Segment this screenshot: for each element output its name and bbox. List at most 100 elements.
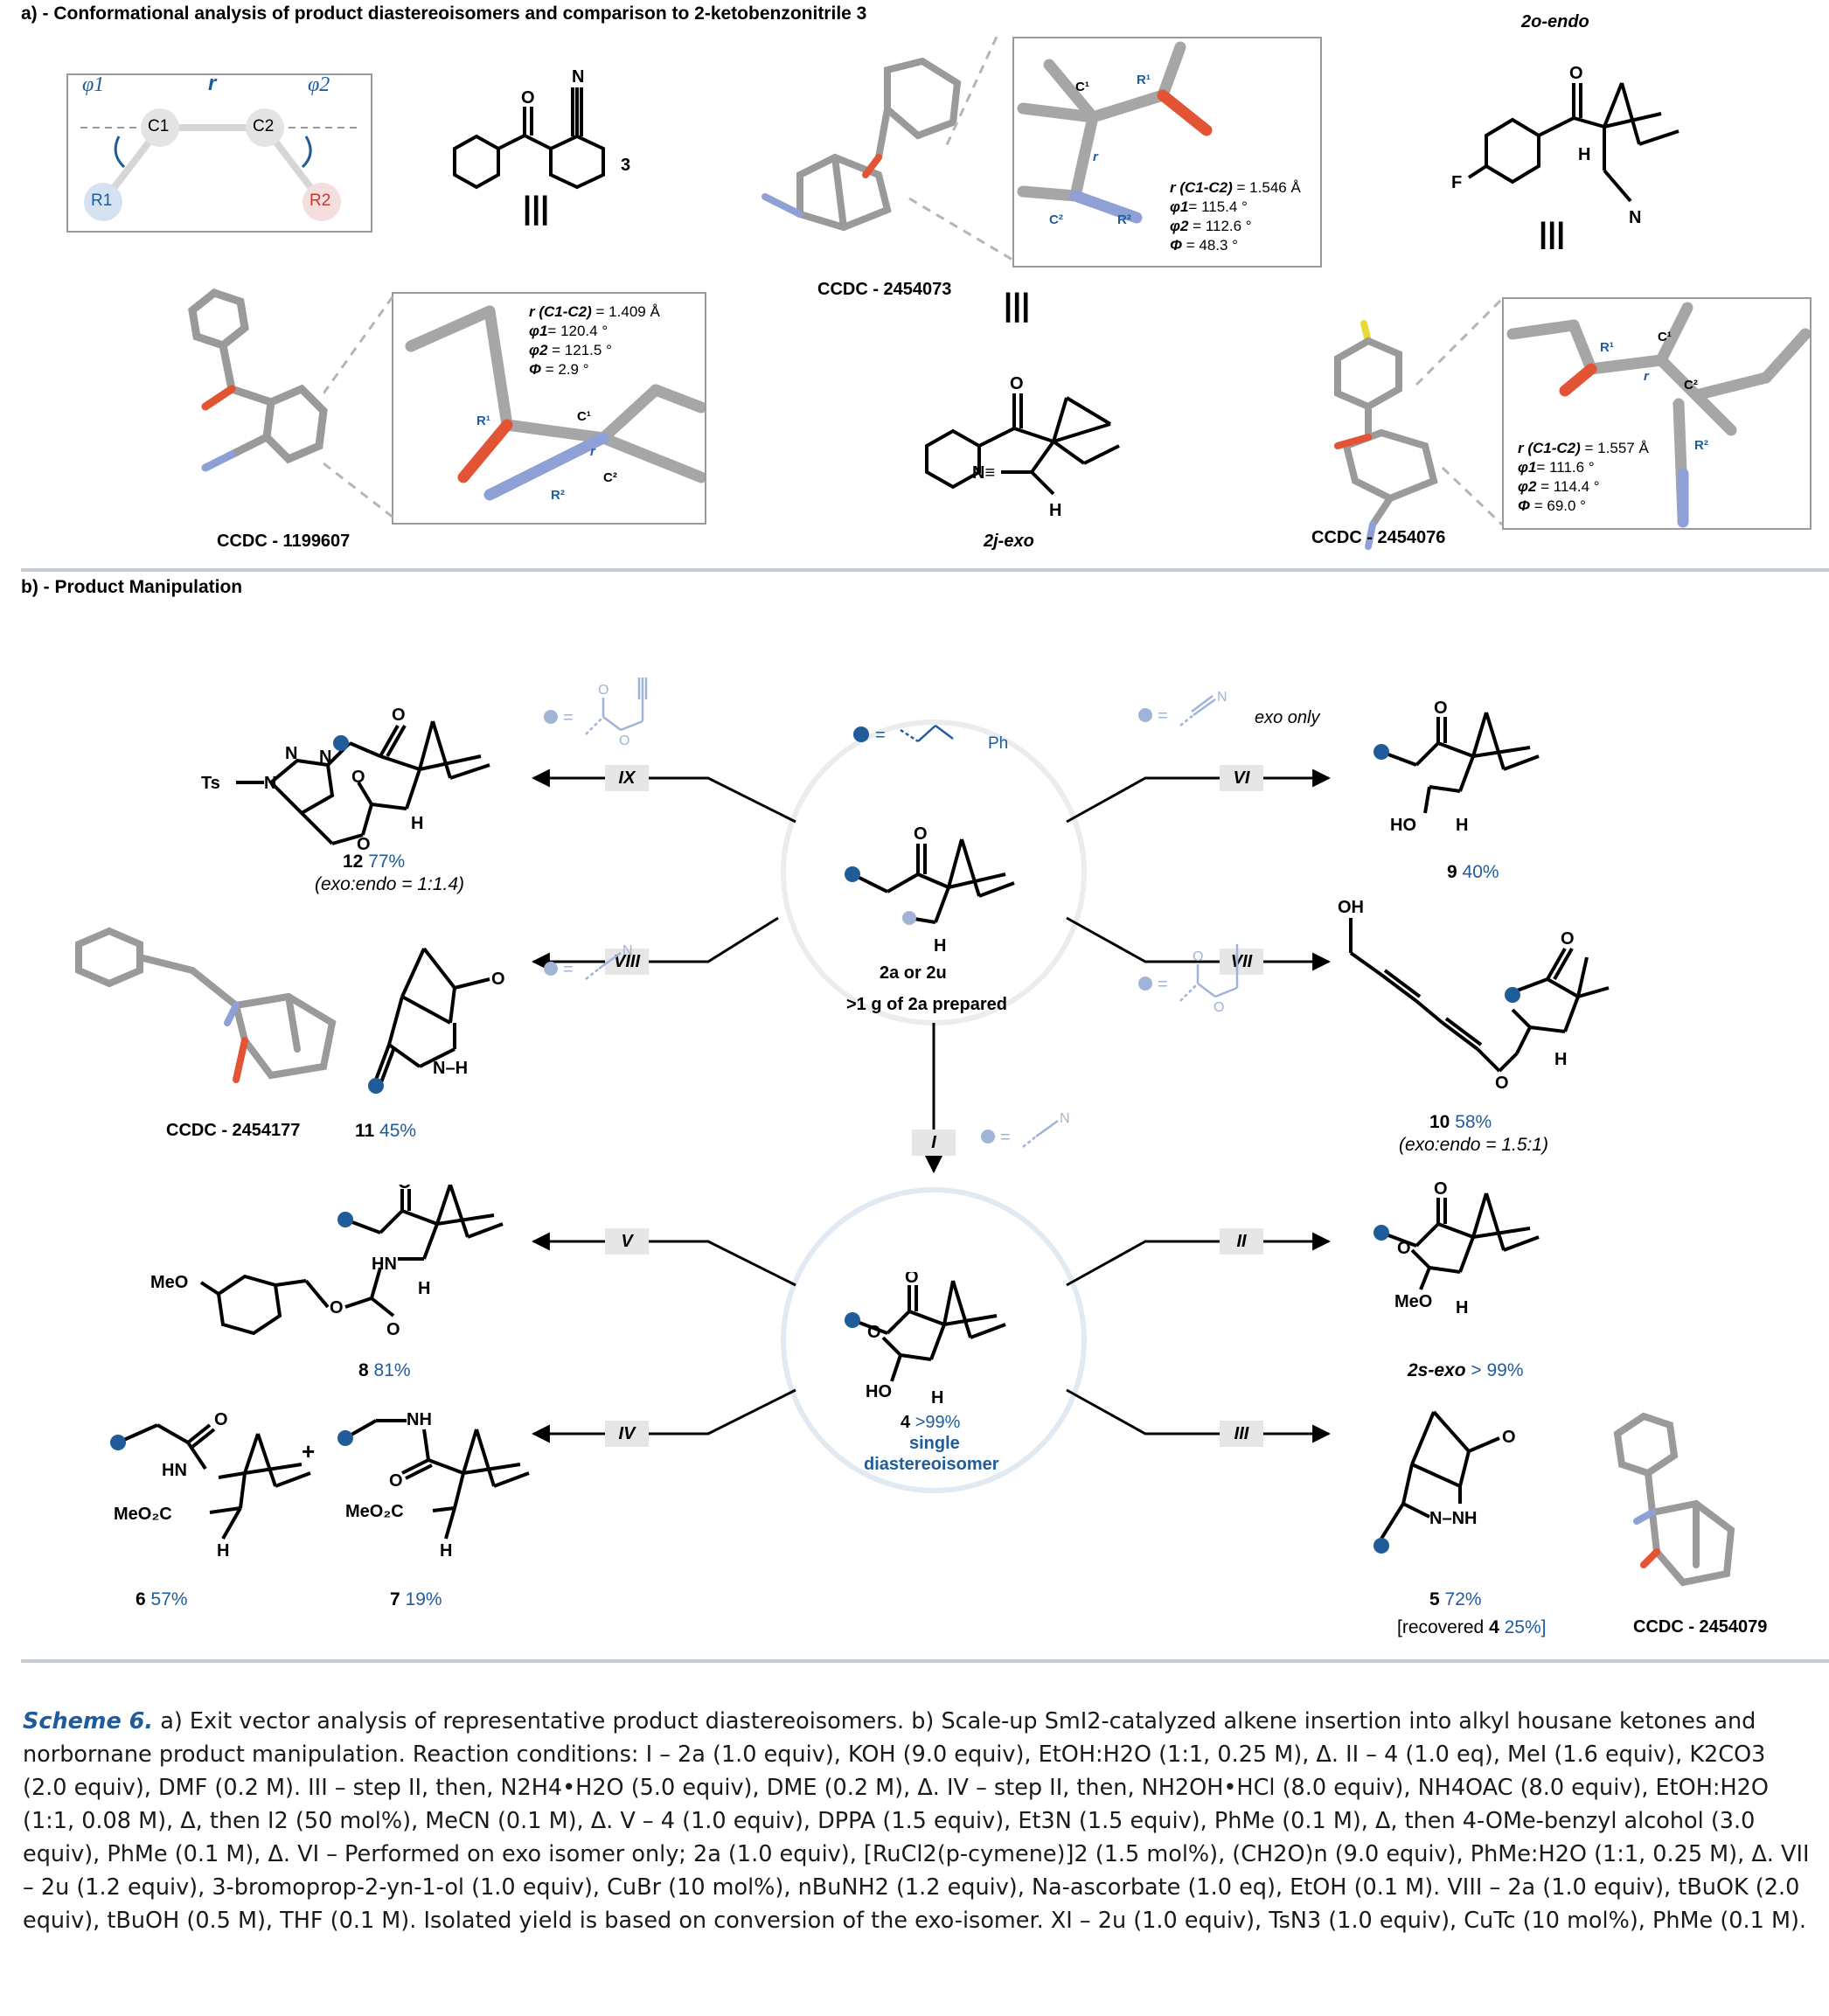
step-IX: IX (605, 765, 649, 791)
compound-2a-structure: O H (845, 824, 1015, 956)
svg-text:R²: R² (551, 488, 565, 503)
svg-text:O: O (1434, 1180, 1448, 1199)
svg-text:C¹: C¹ (1075, 80, 1089, 94)
svg-text:O: O (905, 1272, 919, 1287)
scheme-caption: Scheme 6. a) Exit vector analysis of rep… (23, 1705, 1815, 1937)
svg-text:MeO₂C: MeO₂C (114, 1505, 172, 1524)
svg-text:O: O (357, 835, 371, 854)
reaction-arrows (531, 720, 1332, 1493)
compound-5-label: 5 72% (1429, 1589, 1482, 1609)
svg-text:=: = (875, 726, 886, 745)
compound-6-structure: O HN MeO₂C H (110, 1410, 311, 1561)
equivalence-mark: ||| (1004, 287, 1031, 323)
compound-5-note: [recovered 4 25%] (1397, 1617, 1547, 1637)
svg-text:C²: C² (603, 470, 617, 485)
svg-text:H: H (1456, 816, 1468, 835)
step-V: V (605, 1228, 649, 1255)
single-label: single (909, 1434, 960, 1453)
svg-text:C²: C² (1049, 212, 1063, 227)
svg-text:C¹: C¹ (577, 409, 591, 424)
step-I: I (912, 1130, 956, 1156)
compound-3-structure: O N 3 ||| (453, 67, 630, 226)
center-top-label-1: 2a or 2u (880, 963, 947, 983)
phi1-label: φ1 (82, 73, 105, 96)
svg-text:O: O (330, 1298, 344, 1317)
svg-text:O: O (1561, 929, 1575, 949)
reagent-propargyl-ester-icon: = O O (544, 678, 648, 748)
svg-text:O: O (351, 768, 365, 787)
svg-text:N–NH: N–NH (1429, 1509, 1477, 1528)
compound-12-structure: Ts N N N O O O H (201, 706, 490, 854)
svg-text:=: = (563, 960, 574, 979)
svg-text:N: N (622, 944, 633, 958)
svg-text:NH: NH (407, 1410, 432, 1429)
svg-text:O: O (914, 824, 928, 844)
svg-text:N: N (264, 774, 276, 793)
center-top-label-2: >1 g of 2a prepared (846, 995, 1007, 1014)
svg-text:R²: R² (1694, 438, 1708, 453)
ccdc-2454073-label: CCDC - 2454073 (817, 280, 952, 299)
zoom-connector-1199607 (323, 295, 395, 519)
svg-text:H: H (411, 814, 423, 833)
svg-text:R¹: R¹ (1137, 73, 1151, 87)
svg-text:r: r (590, 444, 596, 459)
measurements-1199607: r (C1-C2) = 1.409 Å φ1= 120.4 ° φ2 = 121… (529, 303, 660, 378)
svg-text:O: O (1569, 64, 1583, 83)
c2-label: C2 (253, 117, 275, 136)
svg-text:=: = (1000, 1128, 1011, 1147)
svg-text:=: = (1158, 975, 1168, 994)
svg-text:HO: HO (1390, 816, 1416, 835)
step-VIII: VIII (605, 949, 649, 975)
svg-text:O: O (1502, 1428, 1516, 1447)
r-label: r (208, 72, 217, 95)
compound-10-structure: OH O O H (1338, 898, 1610, 1093)
r1-label: R1 (91, 191, 113, 210)
compound-11-label: 11 45% (355, 1121, 417, 1141)
svg-text:O: O (1010, 374, 1024, 393)
zoom-box-2454076: R¹ C¹ r C² R² r (C1-C2) = 1.557 Å φ1= 11… (1502, 297, 1812, 530)
svg-text:O: O (392, 706, 406, 725)
caption-text: a) Exit vector analysis of representativ… (23, 1708, 1810, 1934)
svg-text:HO: HO (866, 1382, 892, 1401)
svg-text:O: O (1397, 1239, 1411, 1258)
svg-text:N≡: N≡ (972, 463, 995, 483)
crystal-2454177 (75, 927, 337, 1083)
svg-text:H: H (1456, 1298, 1468, 1317)
compound-7-structure: NH O MeO₂C H (337, 1410, 530, 1561)
svg-text:R¹: R¹ (1600, 340, 1614, 355)
compound-4-label: 4 >99% (901, 1413, 961, 1432)
compound-6-label: 6 57% (136, 1589, 188, 1609)
compound-7-label: 7 19% (390, 1589, 442, 1609)
phi2-label: φ2 (308, 73, 330, 96)
svg-text:R²: R² (1117, 212, 1131, 227)
svg-text:H: H (1049, 501, 1061, 520)
ccdc-2454079-label: CCDC - 2454079 (1633, 1617, 1768, 1637)
svg-text:=: = (563, 708, 574, 727)
legend-ph: Ph (988, 734, 1009, 753)
svg-text:H: H (934, 936, 946, 956)
reagent-nitrile-icon-i: = N (981, 1111, 1070, 1148)
svg-text:N: N (285, 744, 297, 763)
svg-text:HN: HN (372, 1255, 397, 1274)
compound-8-structure: O HN H O O MeO (150, 1185, 504, 1339)
svg-text:O: O (214, 1410, 228, 1429)
svg-text:N: N (1217, 691, 1227, 705)
svg-text:C²: C² (1684, 378, 1698, 393)
svg-text:N: N (1060, 1111, 1070, 1126)
compound-9-label: 9 40% (1447, 862, 1499, 882)
svg-text:H: H (1578, 145, 1590, 164)
compound-3-number: 3 (621, 156, 630, 175)
svg-text:r: r (1644, 369, 1650, 384)
svg-text:O: O (386, 1320, 400, 1339)
svg-text:MeO₂C: MeO₂C (345, 1502, 404, 1521)
compound-8-label: 8 81% (358, 1360, 411, 1380)
compound-5-structure: O N–NH (1373, 1410, 1516, 1554)
caption-title: Scheme 6. (23, 1708, 154, 1734)
svg-text:MeO: MeO (1394, 1292, 1432, 1311)
svg-text:R¹: R¹ (476, 414, 490, 428)
zoom-connector-2454076 (1415, 297, 1504, 526)
crystal-2454076 (1334, 320, 1438, 550)
r2-label: R2 (309, 191, 331, 210)
svg-text:OH: OH (1338, 898, 1364, 917)
svg-text:HN: HN (162, 1461, 187, 1480)
